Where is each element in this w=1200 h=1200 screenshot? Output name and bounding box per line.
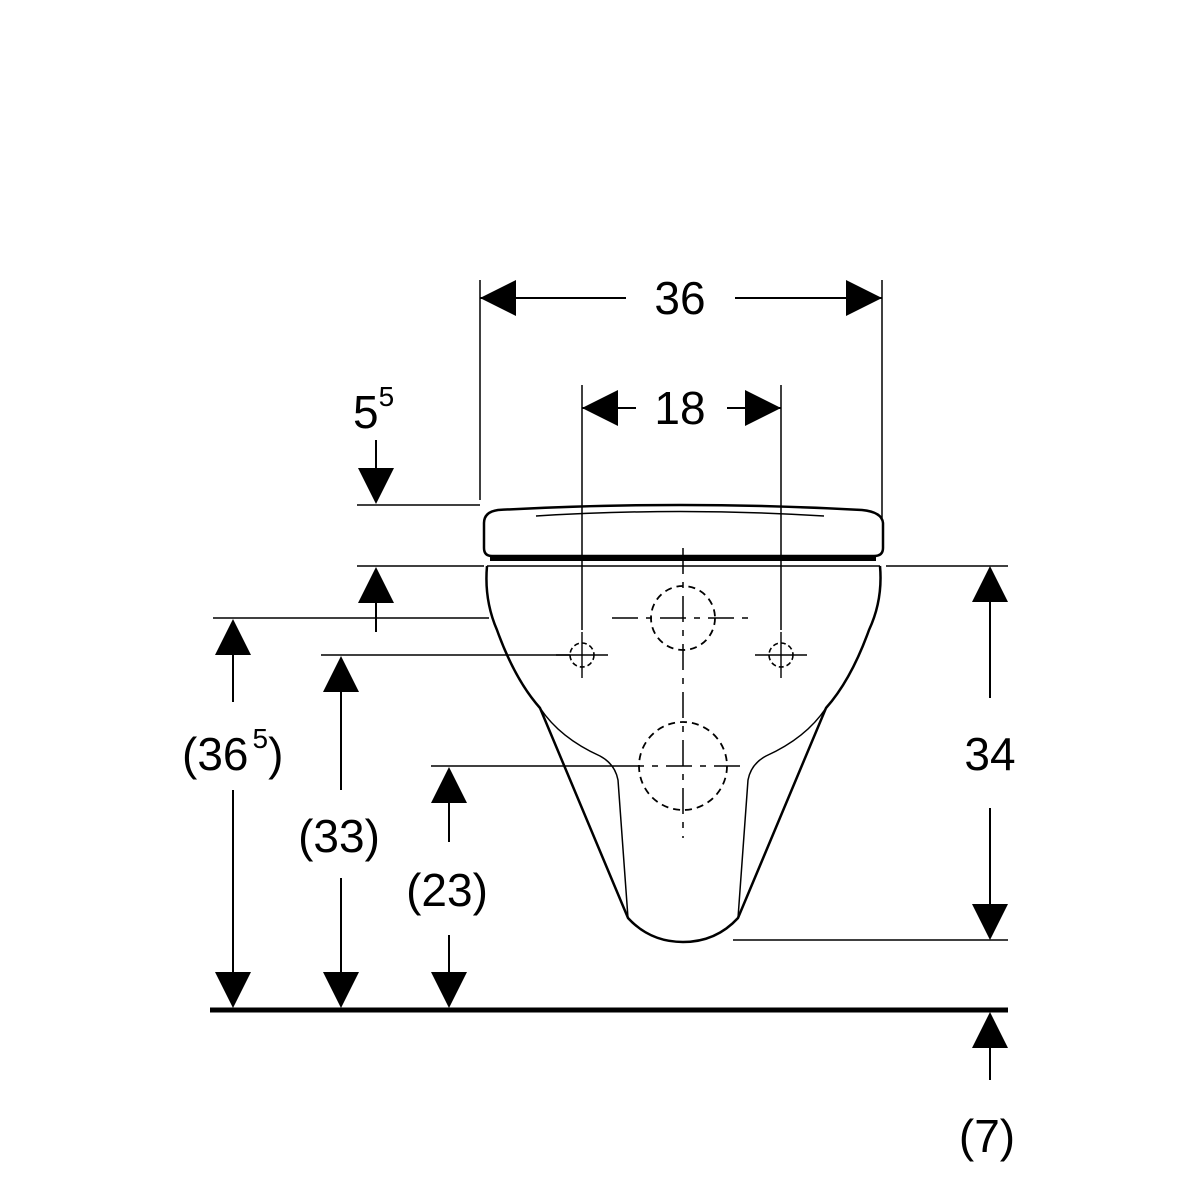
dim-label-bolt-height: (33) bbox=[298, 810, 380, 862]
arrow-36-right bbox=[846, 280, 882, 316]
dim-label-fixing-height-main: (36 bbox=[182, 728, 248, 780]
arrow-23-up bbox=[431, 767, 467, 803]
arrow-33-down bbox=[323, 972, 359, 1008]
arrow-34-up bbox=[972, 566, 1008, 602]
arrow-33-up bbox=[323, 656, 359, 692]
arrow-365-down bbox=[215, 972, 251, 1008]
bowl-right-contour bbox=[737, 707, 827, 919]
arrow-34-down bbox=[972, 904, 1008, 940]
arrow-55-down bbox=[358, 468, 394, 504]
arrow-55-up bbox=[358, 567, 394, 603]
dim-label-lid-offset-main: 5 bbox=[353, 386, 379, 438]
bowl-left-contour bbox=[539, 707, 629, 919]
dim-label-floor-offset: (7) bbox=[959, 1110, 1015, 1162]
arrow-23-down bbox=[431, 972, 467, 1008]
lid-inner-contour bbox=[535, 510, 825, 517]
bowl-outline bbox=[485, 565, 882, 944]
dim-label-total-height: 34 bbox=[964, 728, 1015, 780]
dim-label-outlet-height: (23) bbox=[406, 864, 488, 916]
dim-label-fixing-spacing: 18 bbox=[654, 382, 705, 434]
dim-label-fixing-height-sup: 5 bbox=[252, 723, 268, 754]
flush-inlet-hole bbox=[650, 585, 716, 651]
outlet-hole bbox=[638, 721, 728, 811]
dim-label-overall-width: 36 bbox=[654, 272, 705, 324]
arrow-36-left bbox=[480, 280, 516, 316]
arrow-18-left bbox=[582, 390, 618, 426]
arrow-365-up bbox=[215, 619, 251, 655]
arrow-18-right bbox=[745, 390, 781, 426]
dim-label-lid-offset: 55 bbox=[353, 381, 394, 438]
dim-label-lid-offset-sup: 5 bbox=[379, 381, 395, 412]
dim-label-fixing-height-close: ) bbox=[268, 728, 283, 780]
arrow-7-up bbox=[972, 1012, 1008, 1048]
